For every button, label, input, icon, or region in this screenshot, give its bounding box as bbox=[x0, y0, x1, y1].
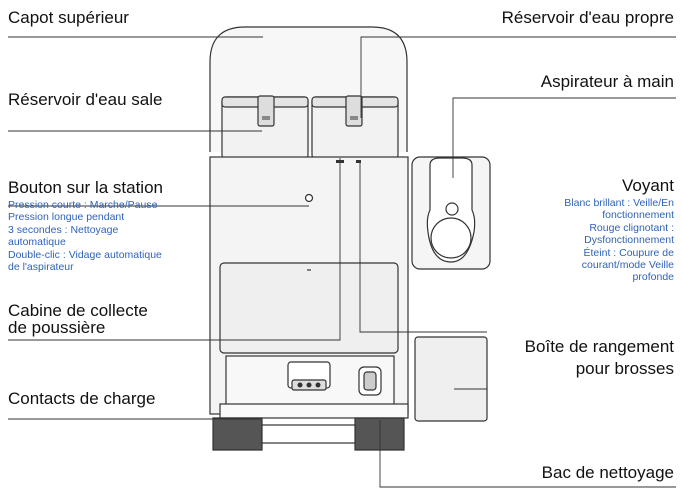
indicator-note: Éteint : Coupure de bbox=[583, 246, 674, 259]
button-note: 3 secondes : Nettoyage bbox=[8, 223, 119, 236]
label-top-cover: Capot supérieur bbox=[8, 8, 129, 27]
label-dirty-water-tank: Réservoir d'eau sale bbox=[8, 90, 163, 109]
button-note: Double-clic : Vidage automatique bbox=[8, 248, 162, 261]
brush-box-line1: Boîte de rangement bbox=[524, 337, 674, 356]
indicator-note: Rouge clignotant : bbox=[589, 221, 674, 234]
dust-cabin-line1: Cabine de collecte bbox=[8, 301, 148, 320]
station-button bbox=[304, 193, 314, 203]
label-clean-water-tank: Réservoir d'eau propre bbox=[501, 8, 674, 27]
indicator-note: Dysfonctionnement bbox=[584, 234, 674, 247]
label-cleaning-tray: Bac de nettoyage bbox=[541, 463, 674, 482]
dust-collection-cabin bbox=[219, 262, 399, 354]
label-indicator: Voyant bbox=[622, 176, 674, 195]
brush-box-line2: pour brosses bbox=[575, 359, 674, 378]
indicator-note: Blanc brillant : Veille/En bbox=[564, 197, 674, 209]
button-note: Pression longue pendant bbox=[8, 211, 125, 224]
button-note: automatique bbox=[8, 236, 66, 249]
brush-storage-box bbox=[414, 336, 488, 422]
cleaning-tray bbox=[219, 403, 409, 419]
label-station-button: Bouton sur la station bbox=[8, 178, 163, 197]
station-button-notes: Pression courte : Marche/Pause Pression … bbox=[8, 199, 162, 273]
indicator-note: fonctionnement bbox=[602, 209, 674, 222]
indicator-note: profonde bbox=[632, 271, 674, 284]
indicator-notes: Blanc brillant : Veille/En fonctionnemen… bbox=[564, 197, 674, 284]
button-note: Pression courte : Marche/Pause bbox=[8, 199, 158, 211]
dust-cabin-line2: de poussière bbox=[8, 318, 106, 337]
label-charging-contacts: Contacts de charge bbox=[8, 389, 156, 408]
label-handheld-vacuum: Aspirateur à main bbox=[540, 72, 674, 91]
button-note: de l'aspirateur bbox=[8, 261, 74, 274]
label-dust-collection-cabin: Cabine de collecte de poussière bbox=[8, 302, 148, 336]
indicator-note: courant/mode Veille bbox=[581, 259, 674, 272]
label-brush-storage-box: Boîte de rangement pour brosses bbox=[525, 336, 674, 380]
